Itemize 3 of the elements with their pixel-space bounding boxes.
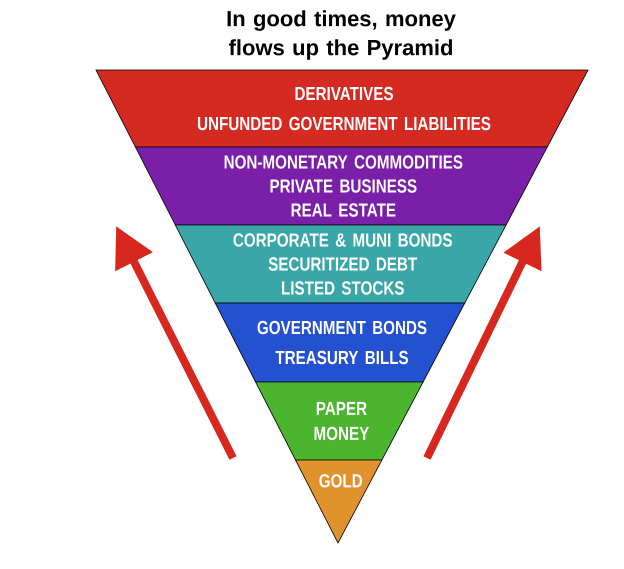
title: In good times, money flows up the Pyramid xyxy=(228,10,456,60)
pyramid-band: GOVERNMENT BONDS TREASURY BILLS xyxy=(214,302,466,382)
pyramid-band: CORPORATE & MUNI BONDS SECURITIZED DEBT LISTED STOCKS xyxy=(174,224,507,304)
